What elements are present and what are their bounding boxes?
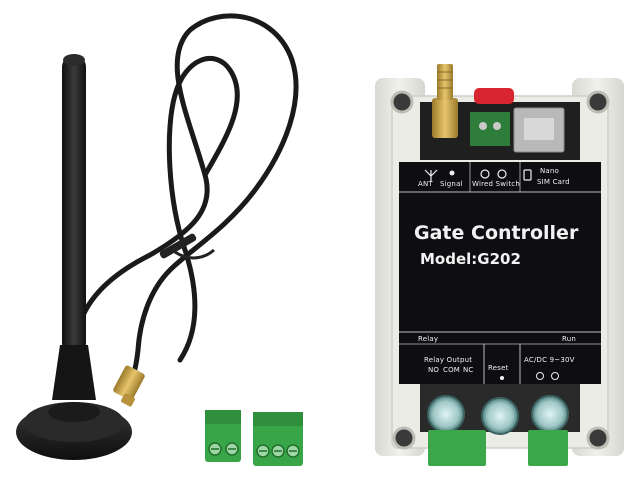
label-reset: Reset [488, 364, 509, 372]
label-no: NO [428, 366, 440, 374]
label-relay-output: Relay Output [424, 356, 473, 364]
antenna-port [432, 64, 458, 138]
device-title: Gate Controller [414, 222, 579, 244]
switch-icon [497, 169, 507, 179]
terminal-block-3pin [253, 412, 303, 466]
terminal-block-2pin [205, 410, 241, 462]
capacitor [427, 395, 465, 433]
screw-hole [586, 426, 610, 450]
front-panel [399, 162, 601, 384]
antenna-icon [424, 169, 438, 182]
cable-tie [159, 233, 197, 259]
terminal-block-mounted [528, 430, 568, 466]
label-ant: ANT [418, 180, 433, 188]
antenna-whip [62, 55, 86, 355]
antenna [16, 13, 299, 460]
label-relay: Relay [418, 335, 439, 343]
antenna-cable-loop [166, 56, 240, 363]
terminal-block-mounted [428, 430, 486, 466]
label-run: Run [562, 335, 577, 343]
screw-hole [390, 90, 414, 114]
red-button [474, 88, 514, 104]
label-sim-card: SIM Card [537, 178, 570, 186]
label-power: AC/DC 9~30V [524, 356, 575, 364]
device-model: Model:G202 [420, 250, 521, 268]
capacitor [531, 395, 569, 433]
switch-icon [480, 169, 490, 179]
screw-hole [392, 426, 416, 450]
label-com: COM [443, 366, 461, 374]
antenna-cable [75, 13, 299, 391]
label-wired-switch: Wired Switch [472, 180, 520, 188]
sim-card-icon [523, 169, 532, 181]
signal-led-icon [449, 170, 455, 176]
controller [375, 64, 624, 466]
label-signal: Signal [440, 180, 463, 188]
antenna-neck [52, 345, 96, 400]
sma-connector [113, 365, 145, 407]
screw-hole [586, 90, 610, 114]
label-nano: Nano [540, 167, 560, 175]
capacitor [481, 397, 519, 435]
cable-tie-tail [174, 248, 215, 260]
label-nc: NC [463, 366, 474, 374]
